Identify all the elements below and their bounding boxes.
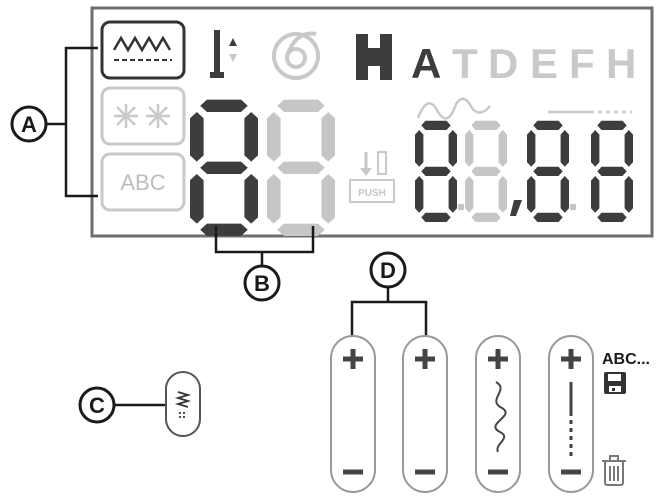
mode-button-alphabet[interactable]: ABC: [100, 152, 186, 212]
push-label: PUSH: [358, 188, 386, 199]
stitch-select-button[interactable]: [165, 371, 201, 437]
callout-d-label: D: [380, 258, 396, 283]
plus-icon[interactable]: [561, 349, 581, 369]
zigzag-stitch-icon: [112, 35, 172, 61]
stitch-width-indicator-icon: [416, 97, 491, 120]
plus-icon[interactable]: [488, 349, 508, 369]
callout-b-label: B: [254, 271, 270, 296]
bobbin-winder-icon: [272, 31, 320, 80]
presser-letter-e: E: [530, 40, 558, 87]
settings-dot-1: [458, 204, 464, 210]
adjust-strip-1[interactable]: [330, 335, 376, 493]
presser-foot-letters: A T D E F H: [411, 40, 636, 87]
stitch-width-wave-icon: [494, 381, 507, 453]
presser-foot-icon: [356, 34, 392, 80]
settings-display: [415, 120, 633, 222]
mode-button-decorative[interactable]: [100, 86, 186, 146]
callout-c: C: [78, 386, 166, 424]
settings-comma: [510, 200, 522, 216]
mode-button-alphabet-label: ABC: [120, 170, 165, 195]
presser-letter-a: A: [411, 40, 441, 87]
stitch-width-strip[interactable]: [475, 335, 521, 493]
callout-c-label: C: [89, 393, 105, 418]
reverse-push-icon: PUSH: [349, 151, 395, 203]
save-icon[interactable]: [604, 372, 626, 394]
plus-icon[interactable]: [415, 349, 435, 369]
callout-b: B: [214, 226, 315, 302]
presser-letter-f: F: [569, 40, 595, 87]
callout-a-label: A: [21, 112, 37, 137]
settings-dot-2: [570, 204, 576, 210]
callout-d: D: [350, 251, 428, 336]
needle-position-icon: [210, 30, 237, 78]
trash-icon[interactable]: [602, 455, 626, 486]
zigzag-stitch-icon: [174, 391, 192, 418]
mode-button-zigzag[interactable]: [100, 20, 186, 80]
presser-letter-t: T: [452, 40, 478, 87]
stitch-length-strip[interactable]: [548, 335, 594, 493]
memory-label: ABC...: [602, 351, 650, 368]
presser-letter-h: H: [606, 40, 636, 87]
callout-a: A: [10, 46, 98, 198]
adjust-strip-2[interactable]: [402, 335, 448, 493]
presser-letter-d: D: [488, 40, 518, 87]
decorative-stitch-icon: [114, 104, 170, 128]
plus-icon[interactable]: [343, 349, 363, 369]
